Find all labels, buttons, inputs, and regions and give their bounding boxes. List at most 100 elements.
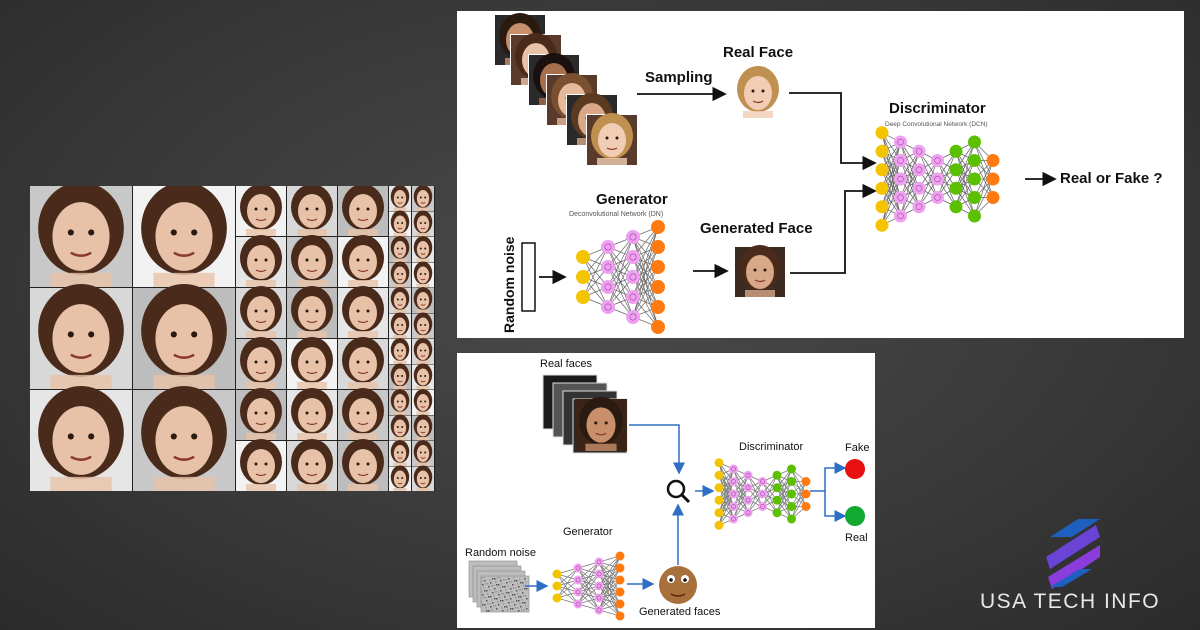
discriminator-title: Discriminator [889,100,986,117]
generator-node [576,270,590,284]
discriminator-node-ring [915,148,923,155]
medium-face [287,286,337,338]
generator-connection [607,236,634,288]
small-face [389,287,411,313]
discriminator-connection [881,178,901,226]
bottom-generator-connection [598,591,621,611]
bottom-generator-node [573,587,583,597]
medium-face [236,235,286,287]
real-face-label: Real Face [723,44,794,61]
generator-node [651,300,665,314]
bottom-discriminator-node [714,483,724,493]
bottom-generator-node [594,593,604,603]
bottom-generator-node-ring [575,601,581,607]
face-thumbnails [30,186,434,491]
generator-connection [632,226,659,278]
bottom-discriminator-node [729,489,738,499]
generated-face-image [735,245,785,297]
discriminator-node [986,191,1000,204]
discriminator-label: Discriminator [739,441,804,453]
discriminator-node [968,191,981,204]
large-face [133,186,235,287]
generated-face-label: Generated Face [700,220,813,237]
discriminator-node [912,144,926,158]
small-face [412,414,434,441]
bottom-discriminator-node [714,470,724,480]
discriminator-node [875,218,889,232]
small-face [389,414,411,441]
bottom-discriminator-node [743,483,753,493]
bottom-discriminator-node-ring [731,516,736,522]
bottom-discriminator-connection [718,468,734,501]
medium-face [338,388,388,440]
discriminator-node [986,154,1000,167]
discriminator-node [894,209,907,223]
discriminator-node [875,144,889,158]
discriminator-node-ring [915,203,923,210]
discriminator-node-ring [897,138,904,146]
discriminator-node [894,172,907,186]
bottom-discriminator-node [772,508,782,518]
medium-face [287,235,337,287]
bottom-generator-connection [577,561,600,605]
bottom-generator-connection [598,555,621,587]
generator-node-ring [629,253,637,261]
bottom-discriminator-node-ring [745,497,751,503]
bottom-generator-connection [577,561,600,593]
generator-node-ring [629,233,637,241]
bottom-discriminator-node [787,514,796,524]
bottom-discriminator-connection [733,487,749,520]
discriminator-node [875,126,889,140]
generator-title: Generator [596,191,668,208]
discriminator-connection [955,160,975,207]
bottom-generator-node-ring [575,565,581,571]
bottom-generator-connection [598,555,621,611]
bottom-generator-connection [577,585,600,605]
bottom-discriminator-connection [776,468,792,501]
discriminator-node [949,181,963,195]
large-face [30,385,132,491]
medium-face [338,186,388,236]
real-face-photo [575,396,627,451]
gan-diagram-bottom: Real faces Discriminator Generator Rando… [457,353,875,628]
large-face [30,186,132,287]
discriminator-node [912,163,926,177]
generator-connection [632,266,659,318]
generator-node [576,290,590,304]
usa-tech-info-logo-icon [1046,519,1100,589]
generator-node [626,230,640,244]
bottom-discriminator-node [743,508,753,518]
generator-node-ring [604,243,612,251]
small-face [412,363,434,390]
generated-to-discriminator-arrow [790,183,877,274]
small-face [412,465,434,491]
generator-node [626,270,640,284]
magnifier-icon [666,479,686,499]
bottom-discriminator-node [729,464,738,474]
medium-face [338,439,388,491]
bottom-discriminator-node [714,495,724,505]
discriminator-connection [881,160,901,226]
bottom-generator-node [552,569,562,579]
bottom-generator-connection [577,561,600,581]
discriminator-node-ring [897,212,904,220]
small-face [389,389,411,415]
discriminator-connection [900,151,920,217]
bottom-discriminator-node-ring [745,510,751,516]
discriminator-connection [974,178,994,217]
medium-face [236,186,286,236]
generator-node-ring [604,303,612,311]
discriminator-node [875,163,889,177]
small-face [412,389,434,415]
discriminator-connection [974,160,994,198]
brand-name: USA TECH INFO [980,590,1161,613]
bottom-discriminator-node [714,458,724,468]
bottom-discriminator-node-ring [760,479,765,484]
generator-node-ring [604,263,612,271]
bottom-generator-node [615,599,625,609]
discriminator-connection [937,151,957,198]
generator-connection [607,236,634,308]
bottom-discriminator-node [729,514,738,524]
fake-label: Fake [845,442,870,454]
bottom-generator-node [594,557,604,567]
